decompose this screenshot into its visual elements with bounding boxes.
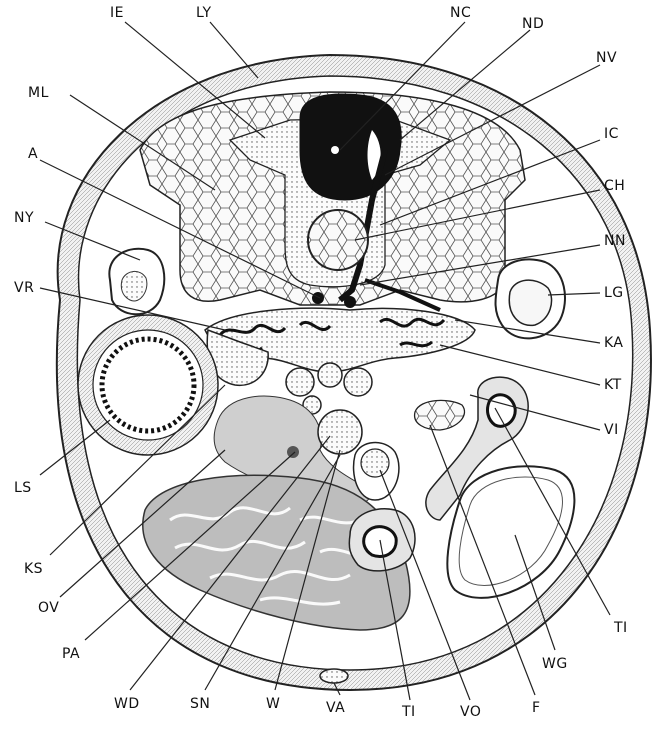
label-wd: WD [114,696,140,712]
aorta-right [344,296,356,308]
ovary-egg [287,446,299,458]
label-kt: KT [604,377,622,393]
vessel-va [320,669,348,683]
label-nn: NN [604,233,626,249]
structure-sn [318,410,362,454]
label-va: VA [326,700,345,716]
label-vi: VI [604,422,619,438]
label-nc: NC [450,5,471,21]
label-vo: VO [460,704,481,720]
label-ka: KA [604,335,624,351]
tube-ti-upper-lumen [488,395,516,427]
label-nv: NV [596,50,617,66]
label-ie: IE [110,5,124,21]
label-f: F [532,700,541,716]
label-wg: WG [542,656,568,672]
label-pa: PA [62,646,80,662]
label-ti-right: TI [613,620,628,636]
label-ls: LS [14,480,32,496]
label-ti-bottom: TI [401,704,416,720]
label-ly: LY [196,5,212,21]
notochord [308,210,368,270]
label-ks: KS [24,561,43,577]
label-sn: SN [190,696,210,712]
central-canal [331,146,339,154]
label-ml: ML [28,85,49,101]
gut-lumen [102,339,194,431]
structure-vo-inner [361,449,389,477]
label-ov: OV [38,600,59,616]
label-lg: LG [604,285,624,301]
label-w: W [266,696,280,712]
aorta-left [312,292,324,304]
label-ny: NY [14,210,34,226]
label-ch: CH [604,178,625,194]
label-nd: ND [522,16,544,32]
label-a: A [28,146,38,162]
label-ic: IC [604,126,619,142]
label-vr: VR [14,280,34,296]
